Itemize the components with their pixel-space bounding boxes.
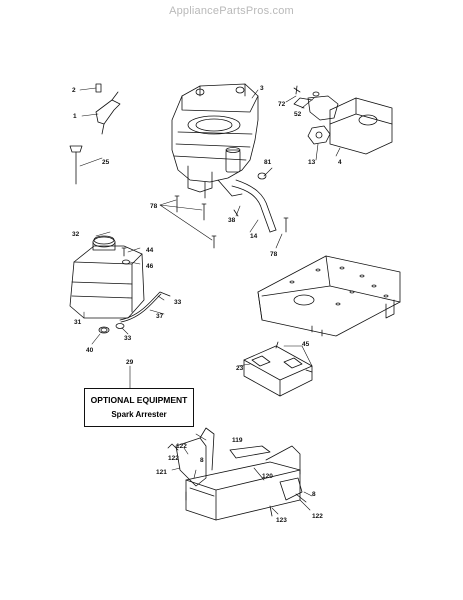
callout-122-a: 122 (176, 443, 187, 450)
spark-arrester-label: Spark Arrester (111, 410, 167, 419)
callout-32: 32 (72, 231, 80, 238)
exhaust-pipe-part (231, 179, 277, 233)
callout-44: 44 (146, 247, 154, 254)
optional-equipment-title: OPTIONAL EQUIPMENT (90, 395, 188, 405)
callout-37: 37 (156, 313, 164, 320)
callout-13: 13 (308, 159, 316, 166)
muffler-part (293, 95, 393, 155)
callout-52: 52 (294, 111, 302, 118)
callout-2: 2 (72, 87, 76, 94)
callout-123: 123 (276, 517, 287, 524)
fuel-fittings-part (98, 247, 130, 334)
callout-46: 46 (146, 263, 154, 270)
callout-8-upper: 8 (200, 457, 204, 464)
mounting-plate-part (243, 341, 313, 397)
callout-45: 45 (302, 341, 310, 348)
callout-33-upper: 33 (174, 299, 182, 306)
bottom-bracket-assembly-part (167, 427, 307, 521)
bolt-part (257, 85, 320, 180)
callout-25: 25 (102, 159, 110, 166)
callout-120: 120 (262, 473, 273, 480)
callout-38: 38 (228, 217, 236, 224)
callout-81: 81 (264, 159, 272, 166)
mounting-bolts-part (174, 195, 289, 249)
callout-29: 29 (126, 359, 134, 366)
callout-78-right: 78 (270, 251, 278, 258)
callout-23: 23 (236, 365, 244, 372)
callout-72: 72 (278, 101, 286, 108)
callout-78-left: 78 (150, 203, 158, 210)
fuel-cap-part (93, 235, 115, 245)
engine-part (171, 83, 259, 199)
callout-3: 3 (260, 85, 264, 92)
callout-14: 14 (250, 233, 258, 240)
callout-122-b: 122 (168, 455, 179, 462)
dipstick-part (69, 145, 83, 185)
optional-equipment-box: OPTIONAL EQUIPMENT Spark Arrester (84, 388, 194, 427)
watermark: AppliancePartsPros.com (169, 5, 294, 17)
gasket-part (307, 125, 331, 145)
callout-119: 119 (232, 437, 243, 444)
callout-40: 40 (86, 347, 94, 354)
fuel-tank-part (69, 236, 145, 319)
callout-121: 121 (156, 469, 167, 476)
callout-122-c: 122 (312, 513, 323, 520)
throttle-control-part (95, 83, 121, 135)
callout-1: 1 (73, 113, 77, 120)
chassis-frame-part (257, 255, 401, 337)
callout-4: 4 (338, 159, 342, 166)
callout-8-lower: 8 (312, 491, 316, 498)
leader-lines (79, 87, 341, 515)
callout-31: 31 (74, 319, 82, 326)
callout-33-lower: 33 (124, 335, 132, 342)
